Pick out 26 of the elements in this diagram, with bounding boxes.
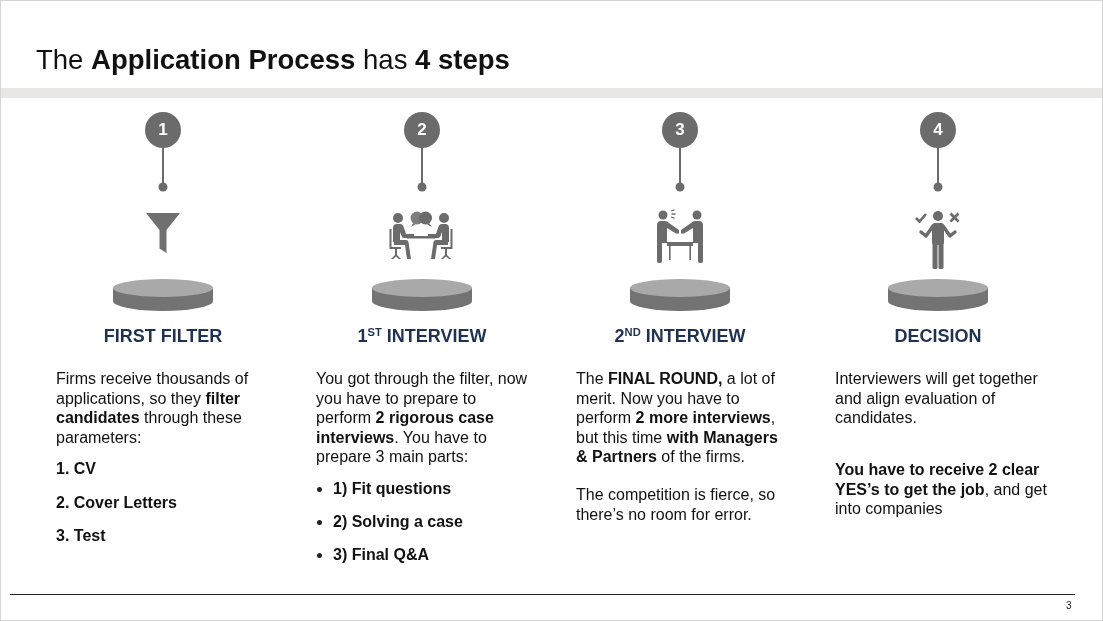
list-item: 3. Test <box>56 526 106 546</box>
step-description: The FINAL ROUND, a lot of merit. Now you have to perform 2 more interviews, but this time with Managers & Partners of the firms. <box>576 369 779 467</box>
connector-line <box>417 147 427 192</box>
step-heading: 1$^{ST}$ INTERVIEW <box>357 325 487 347</box>
step-description: You got through the filter, now you have to prepare to perform 2 rigorous case interviews. You have to prepare 3 main parts: <box>316 369 529 467</box>
step-number-circle: 3 <box>662 112 698 148</box>
list-item: 1) Fit questions <box>333 479 452 499</box>
list-item: 1. CV <box>56 459 96 479</box>
list-item: 2. Cover Letters <box>56 493 177 513</box>
list-item: 3) Final Q&A <box>333 545 429 565</box>
step-heading: 2$^{ND}$ INTERVIEW <box>614 325 746 347</box>
connector-line <box>675 147 685 192</box>
slide-title: The Application Process has 4 steps <box>36 43 510 76</box>
step-description: You have to receive 2 clear YES’s to get the job, and get into companies <box>835 460 1047 519</box>
step-heading: DECISION <box>894 325 982 347</box>
step-description: The competition is fierce, so there’s no room for error. <box>576 485 777 524</box>
step-number-circle: 1 <box>145 112 181 148</box>
step-number-circle: 2 <box>404 112 440 148</box>
connector-line <box>158 147 168 192</box>
step-number-circle: 4 <box>920 112 956 148</box>
connector-line <box>933 147 943 192</box>
page-number: 3 <box>1066 600 1072 612</box>
step-description: Interviewers will get together and align evaluation of candidates. <box>835 369 1039 428</box>
list-item: 2) Solving a case <box>333 512 463 532</box>
step-description: Firms receive thousands of applications, so they filter candidates through these parameters: <box>56 369 250 447</box>
step-heading: FIRST FILTER <box>103 325 223 347</box>
